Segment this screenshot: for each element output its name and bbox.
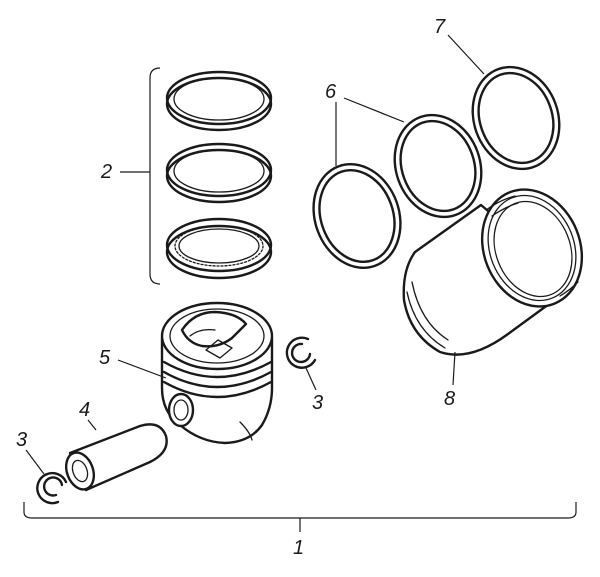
seal-ring-left bbox=[312, 162, 402, 270]
piston-ring-set bbox=[165, 70, 273, 280]
piston-ring-oil bbox=[165, 217, 273, 280]
callout-assembly: 1 bbox=[293, 537, 304, 559]
circlip-right bbox=[285, 336, 317, 369]
piston-ring-top bbox=[165, 70, 273, 132]
callout-liner: 8 bbox=[444, 388, 455, 410]
circlip-left bbox=[36, 471, 68, 505]
rings-bracket bbox=[149, 67, 161, 285]
callout-rings: 2 bbox=[100, 161, 112, 183]
callout-pin: 4 bbox=[79, 399, 90, 421]
piston-pin bbox=[64, 423, 168, 492]
callout-seal-rings: 6 bbox=[325, 81, 337, 103]
cylinder-liner bbox=[402, 188, 584, 356]
seal-ring-middle bbox=[393, 113, 483, 219]
callout-circlip-right: 3 bbox=[312, 392, 323, 414]
piston-ring-middle bbox=[165, 142, 273, 204]
assembly-bracket bbox=[23, 502, 577, 519]
piston bbox=[160, 301, 274, 445]
callout-piston: 5 bbox=[99, 347, 111, 369]
callout-circlip-left: 3 bbox=[16, 429, 27, 451]
leader-lines bbox=[25, 34, 485, 475]
seal-ring-top bbox=[471, 65, 561, 171]
callout-seal-ring-top: 7 bbox=[434, 16, 446, 38]
